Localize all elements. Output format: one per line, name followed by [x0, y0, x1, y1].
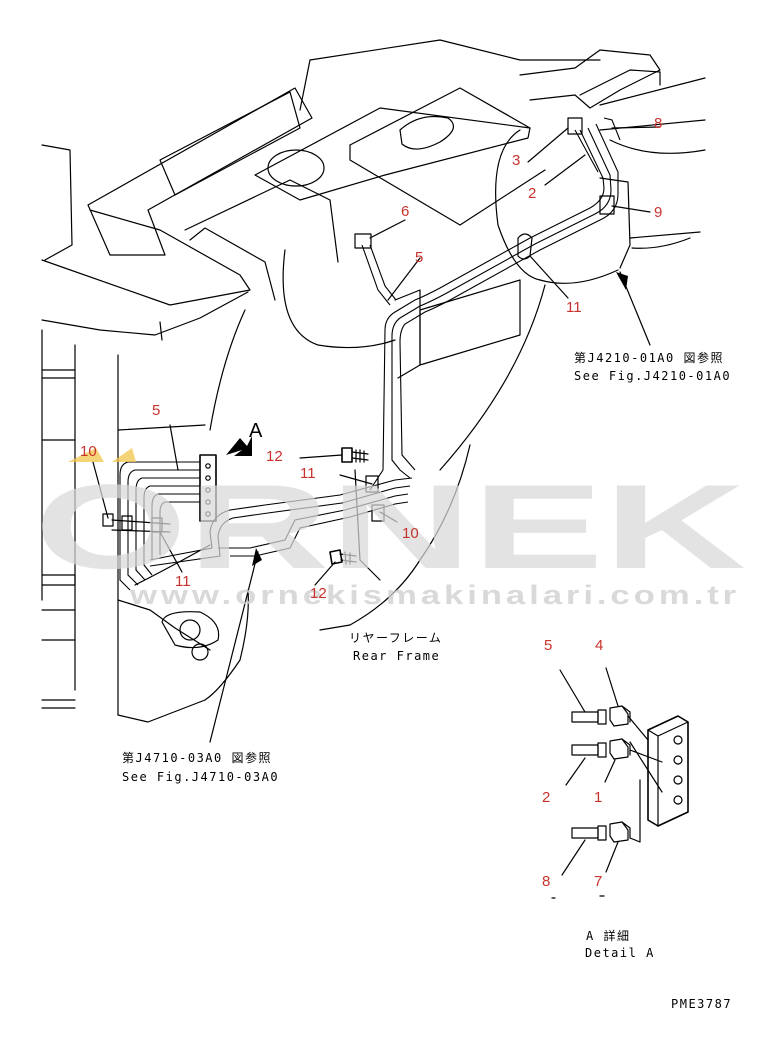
watermark-url: www.ornekismakinalari.com.tr — [129, 580, 740, 610]
callout-11: 11 — [566, 299, 582, 316]
callout-10: 10 — [80, 443, 97, 460]
ref-bottom-jp: 第J4710-03A0 図参照 — [122, 750, 272, 765]
reference-labels: A 第J4210-01A0 図参照 See Fig.J4210-01A0 リヤー… — [122, 350, 732, 1011]
watermark-accent-icon — [112, 448, 136, 462]
watermark-accent-icon — [68, 448, 104, 462]
ref-top-jp: 第J4210-01A0 図参照 — [574, 350, 724, 365]
callout-11: 11 — [300, 465, 316, 482]
callout-11: 11 — [175, 573, 191, 590]
callout-12: 12 — [266, 448, 283, 465]
callout-10: 10 — [402, 525, 419, 542]
callout-2: 2 — [528, 185, 536, 202]
ref-bottom-en: See Fig.J4710-03A0 — [122, 770, 279, 784]
callout-2: 2 — [542, 789, 550, 806]
callout-5: 5 — [544, 637, 552, 654]
machine-outline — [41, 39, 706, 723]
view-marker-a: A — [249, 420, 263, 442]
ref-top-en: See Fig.J4210-01A0 — [574, 369, 731, 383]
detail-a-jp: A 詳細 — [586, 928, 630, 943]
callout-9: 9 — [654, 204, 662, 221]
drawing-code: PME3787 — [671, 997, 732, 1011]
rear-frame-jp: リヤーフレーム — [349, 631, 442, 645]
watermark: ORNEK www.ornekismakinalari.com.tr — [34, 448, 746, 610]
callout-7: 7 — [594, 873, 602, 890]
leader-lines — [92, 126, 661, 743]
watermark-brand: ORNEK — [34, 460, 746, 594]
callout-5: 5 — [152, 402, 160, 419]
callout-5: 5 — [415, 249, 423, 266]
callout-4: 4 — [595, 637, 603, 654]
callout-1: 1 — [594, 789, 602, 806]
callout-6: 6 — [401, 203, 409, 220]
callout-8: 8 — [542, 873, 550, 890]
callout-12: 12 — [310, 585, 327, 602]
detail-a-en: Detail A — [585, 946, 655, 960]
detail-a-view — [551, 667, 689, 899]
callout-numbers: 8 3 2 9 6 5 11 5 10 12 11 10 11 12 5 4 2… — [80, 115, 662, 890]
rear-frame-en: Rear Frame — [353, 649, 440, 663]
callout-3: 3 — [512, 152, 520, 169]
callout-8: 8 — [654, 115, 662, 132]
